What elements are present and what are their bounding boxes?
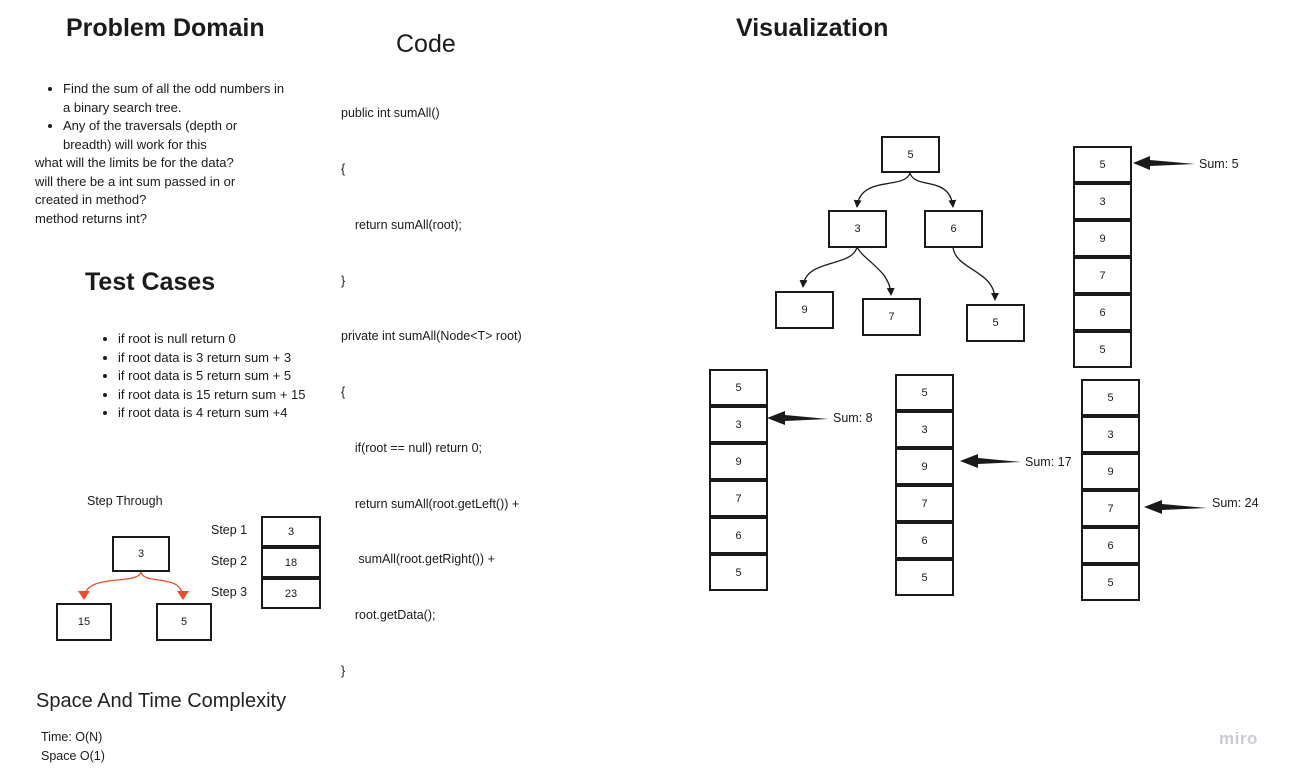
stack1-cell: 5 — [1073, 331, 1132, 368]
stack2-cell: 5 — [709, 554, 768, 591]
step-edge-left — [78, 571, 142, 600]
stack2-cell: 6 — [709, 517, 768, 554]
viz-edge-left-left — [799, 246, 858, 288]
step-value: 23 — [261, 578, 321, 609]
sum-pointer-arrow-3 — [960, 454, 1021, 468]
step-value: 3 — [261, 516, 321, 547]
problem-domain-bullet: Any of the traversals (depth or breadth)… — [63, 117, 263, 154]
viz-edge-right-right — [952, 246, 999, 301]
stack4-sum-label: Sum: 24 — [1212, 496, 1259, 510]
viz-tree-left-right: 7 — [862, 298, 921, 336]
test-case-item: if root data is 15 return sum + 15 — [118, 386, 350, 405]
code-line: private int sumAll(Node<T> root) — [341, 329, 522, 344]
complexity-time: Time: O(N) — [41, 730, 103, 744]
stack1-cell: 9 — [1073, 220, 1132, 257]
problem-domain-bullets: Find the sum of all the odd numbers in a… — [35, 80, 305, 154]
stack1-cell: 6 — [1073, 294, 1132, 331]
stack1-sum-label: Sum: 5 — [1199, 157, 1239, 171]
stack3-cell: 6 — [895, 522, 954, 559]
viz-edge-root-left — [853, 172, 911, 208]
stack4-cell: 3 — [1081, 416, 1140, 453]
code-line: } — [341, 273, 346, 288]
step-value: 18 — [261, 547, 321, 578]
sum-pointer-arrow-2 — [767, 411, 828, 425]
viz-edge-root-right — [909, 172, 957, 208]
stack2-cell: 3 — [709, 406, 768, 443]
stack4-cell: 5 — [1081, 379, 1140, 416]
problem-domain-line: method returns int? — [35, 210, 148, 226]
test-case-item: if root data is 3 return sum + 3 — [118, 349, 350, 368]
problem-domain-text: Find the sum of all the odd numbers in a… — [35, 80, 305, 228]
stack2-cell: 5 — [709, 369, 768, 406]
code-line: if(root == null) return 0; — [341, 440, 483, 455]
sum-pointer-arrow-4 — [1144, 500, 1207, 514]
code-line: } — [341, 664, 346, 678]
code-line: { — [341, 161, 346, 176]
viz-tree-right-right: 5 — [966, 304, 1025, 342]
visualization-title: Visualization — [736, 14, 889, 42]
code-title: Code — [396, 30, 456, 58]
step-tree-right: 5 — [156, 603, 212, 641]
stack1-cell: 7 — [1073, 257, 1132, 294]
stack4-cell: 5 — [1081, 564, 1140, 601]
step-tree-left: 15 — [56, 603, 112, 641]
complexity-space: Space O(1) — [41, 749, 105, 763]
stack4-cell: 6 — [1081, 527, 1140, 564]
step-label: Step 2 — [211, 554, 248, 568]
problem-domain-line: what will the limits be for the data? — [35, 155, 234, 170]
complexity-title: Space And Time Complexity — [36, 690, 287, 712]
step-label: Step 3 — [211, 585, 248, 599]
stack3-cell: 3 — [895, 411, 954, 448]
test-case-item: if root is null return 0 — [118, 330, 350, 349]
stack3-sum-label: Sum: 17 — [1025, 455, 1072, 469]
stack1-cell: 3 — [1073, 183, 1132, 220]
problem-domain-title: Problem Domain — [66, 14, 265, 42]
test-case-item: if root data is 4 return sum +4 — [118, 404, 350, 423]
step-through-title: Step Through — [87, 494, 163, 508]
step-edge-right — [140, 571, 189, 600]
stack4-cell: 9 — [1081, 453, 1140, 490]
test-cases-title: Test Cases — [85, 268, 216, 296]
code-line: return sumAll(root); — [341, 217, 462, 232]
code-line: sumAll(root.getRight()) + — [341, 552, 495, 567]
code-block: public int sumAll() { return sumAll(root… — [341, 67, 522, 699]
test-case-item: if root data is 5 return sum + 5 — [118, 367, 350, 386]
test-cases-list: if root is null return 0 if root data is… — [90, 330, 350, 423]
viz-tree-root: 5 — [881, 136, 940, 173]
stack3-cell: 5 — [895, 374, 954, 411]
stack3-cell: 7 — [895, 485, 954, 522]
stack2-cell: 7 — [709, 480, 768, 517]
step-tree-root: 3 — [112, 536, 170, 572]
step-label: Step 1 — [211, 523, 248, 537]
code-line: root.getData(); — [341, 608, 436, 623]
problem-domain-line: will there be a int sum passed in or cre… — [35, 173, 236, 208]
stack3-cell: 9 — [895, 448, 954, 485]
stack4-cell: 7 — [1081, 490, 1140, 527]
stack1-cell: 5 — [1073, 146, 1132, 183]
stack2-cell: 9 — [709, 443, 768, 480]
stack2-sum-label: Sum: 8 — [833, 411, 873, 425]
code-line: public int sumAll() — [341, 106, 440, 121]
code-line: { — [341, 385, 346, 400]
viz-tree-right: 6 — [924, 210, 983, 248]
problem-domain-bullet: Find the sum of all the odd numbers in a… — [63, 80, 288, 117]
stack3-cell: 5 — [895, 559, 954, 596]
miro-watermark: miro — [1219, 729, 1258, 748]
viz-tree-left: 3 — [828, 210, 887, 248]
viz-tree-left-left: 9 — [775, 291, 834, 329]
sum-pointer-arrow-1 — [1133, 156, 1195, 170]
code-line: return sumAll(root.getLeft()) + — [341, 496, 520, 511]
viz-edge-left-right — [856, 246, 895, 296]
